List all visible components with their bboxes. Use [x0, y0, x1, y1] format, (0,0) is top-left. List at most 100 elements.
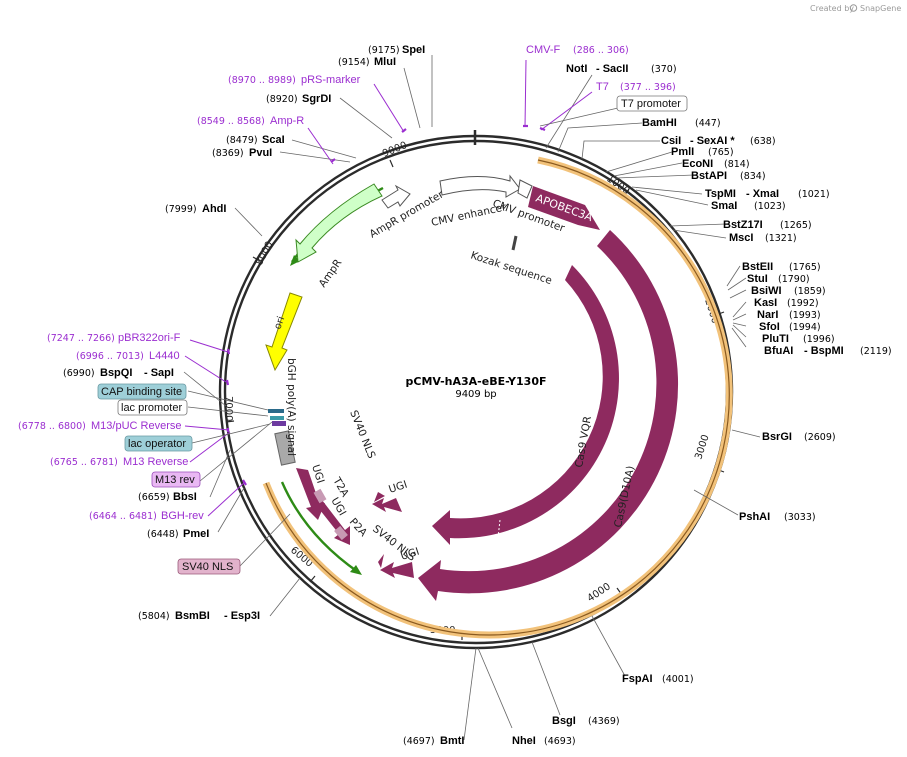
primer-pos-M13-Reverse: (6765 .. 6781) [50, 457, 118, 468]
enzyme-pos-BstZ17I: (1265) [780, 220, 812, 231]
enzyme-pos-NotI: (370) [651, 64, 677, 75]
enzyme-pos-CsiI: (638) [750, 136, 776, 147]
kozak-marker [511, 235, 518, 251]
t7-promoter-box[interactable] [616, 95, 688, 112]
lac-feature-small-3 [272, 421, 286, 426]
enzyme-name-BstEII: BstEII [742, 261, 773, 273]
snapgene-logo-icon [849, 4, 858, 12]
cas9-vqr-feature[interactable] [432, 265, 619, 545]
enzyme-pos-EcoNI: (814) [724, 159, 750, 170]
p2a-label: P2A [347, 516, 370, 540]
ampr-promoter-feature[interactable] [381, 184, 411, 209]
ugi-label-3: UGI [387, 479, 409, 496]
enzyme-alias-SapI: - SapI [144, 367, 174, 379]
enzyme-alias-BspMI: - BspMI [804, 345, 844, 357]
ugi-feature-4[interactable] [380, 562, 414, 578]
enzyme-name-PluTI: PluTI [762, 333, 789, 345]
enzyme-name-KasI: KasI [754, 297, 777, 309]
enzyme-alias-SacII: - SacII [596, 63, 628, 75]
tick-marks [225, 159, 725, 640]
box-leader-lines [187, 107, 619, 567]
enzyme-pos-BstAPI: (834) [740, 171, 766, 182]
enzyme-pos-BsrGI: (2609) [804, 432, 836, 443]
enzyme-pos-TspMI: (1021) [798, 189, 830, 200]
m13-rev-label: M13 rev [155, 474, 195, 486]
plasmid-name: pCMV-hA3A-eBE-Y130F [406, 375, 547, 388]
enzyme-name-BamHI: BamHI [642, 117, 677, 129]
ori-feature[interactable] [265, 292, 303, 372]
ugi-label-4: UGI [399, 546, 421, 563]
enzyme-pos-BamHI: (447) [695, 118, 721, 129]
cas9-vqr-junction [497, 519, 501, 539]
enzyme-pos-ScaI: (8479) [226, 135, 258, 146]
credit-prefix: Created by [810, 4, 854, 13]
enzyme-name-AhdI: AhdI [202, 203, 226, 215]
enzyme-pos-BmtI: (4697) [403, 736, 435, 747]
primer-name-M13-pUC-Reverse: M13/pUC Reverse [91, 420, 181, 432]
kozak-label: Kozak sequence [469, 249, 553, 287]
enzyme-name-BspQI: BspQI [100, 367, 132, 379]
enzyme-name-PmlI: PmlI [671, 146, 694, 158]
m13-rev-box[interactable] [151, 471, 201, 488]
enzyme-name-MscI: MscI [729, 232, 753, 244]
cap-binding-site-box[interactable] [97, 383, 187, 400]
t7-promoter-label: T7 promoter [621, 98, 681, 110]
enzyme-alias-SexAI: - SexAI * [690, 135, 735, 147]
enzyme-pos-FspAI: (4001) [662, 674, 694, 685]
primer-name-T7: T7 [596, 81, 609, 93]
primer-name-M13-Reverse: M13 Reverse [123, 456, 188, 468]
p2a-feature[interactable] [334, 525, 348, 541]
t2a-label: T2A [330, 475, 351, 500]
primer-pos-Amp-R: (8549 .. 8568) [197, 116, 265, 127]
bgh-polya-feature[interactable] [274, 430, 296, 466]
enzyme-name-FspAI: FspAI [622, 673, 653, 685]
tick-label-3000: 3000 [693, 433, 711, 461]
lac-feature-small-1 [268, 409, 284, 413]
enzyme-leader-lines [183, 55, 761, 741]
t2a-feature[interactable] [313, 488, 327, 504]
enzyme-name-PvuI: PvuI [249, 147, 272, 159]
enzyme-name-MluI: MluI [374, 56, 396, 68]
enzyme-pos-StuI: (1790) [778, 274, 810, 285]
enzyme-name-CsiI: CsiI [661, 135, 681, 147]
cmv-enhancer-feature[interactable] [439, 174, 521, 198]
ampr-orf-arrowhead [290, 255, 300, 266]
lac-operator-label: lac operator [128, 438, 186, 450]
lower-orf-arrowhead [350, 565, 362, 575]
enzyme-alias-XmaI: - XmaI [746, 188, 779, 200]
tick-label-7000: 7000 [223, 396, 234, 421]
ampr-feature[interactable] [295, 183, 383, 263]
orf-highlight-core [265, 159, 730, 636]
enzyme-pos-BsgI: (4369) [588, 716, 620, 727]
enzyme-pos-BsiWI: (1859) [794, 286, 826, 297]
cap-binding-site-label: CAP binding site [101, 386, 182, 398]
sv40-nls-box[interactable] [177, 558, 241, 575]
enzyme-pos-NheI: (4693) [544, 736, 576, 747]
enzyme-name-PmeI: PmeI [183, 528, 209, 540]
lac-operator-box[interactable] [124, 435, 193, 452]
cmv-promoter-feature[interactable] [517, 179, 533, 199]
primer-pos-T7: (377 .. 396) [620, 82, 676, 93]
ugi-feature-3[interactable] [372, 498, 402, 512]
enzyme-name-NotI: NotI [566, 63, 587, 75]
enzyme-pos-SmaI: (1023) [754, 201, 786, 212]
enzyme-pos-PluTI: (1996) [803, 334, 835, 345]
primer-pos-pBR322ori-F: (7247 .. 7266) [47, 333, 115, 344]
primer-labels: CMV-F (286 .. 306) T7 (377 .. 396) (8970… [18, 44, 676, 522]
primer-pos-pRS-marker: (8970 .. 8989) [228, 75, 296, 86]
enzyme-pos-PmlI: (765) [708, 147, 734, 158]
bgh-polya-label: bGH poly(A) signal [285, 358, 297, 456]
enzyme-pos-SgrDI: (8920) [266, 94, 298, 105]
plasmid-size: 9409 bp [455, 389, 496, 400]
apobec3a-feature[interactable] [528, 186, 600, 230]
enzyme-pos-AhdI: (7999) [165, 204, 197, 215]
primer-name-Amp-R: Amp-R [270, 115, 304, 127]
enzyme-name-ScaI: ScaI [262, 134, 285, 146]
primer-leader-lines [184, 59, 593, 517]
enzyme-pos-BspQI: (6990) [63, 368, 95, 379]
cas9-d10a-feature[interactable] [418, 230, 679, 601]
lac-promoter-label: lac promoter [121, 402, 182, 414]
lac-promoter-box[interactable] [117, 399, 188, 416]
enzyme-pos-NarI: (1993) [789, 310, 821, 321]
